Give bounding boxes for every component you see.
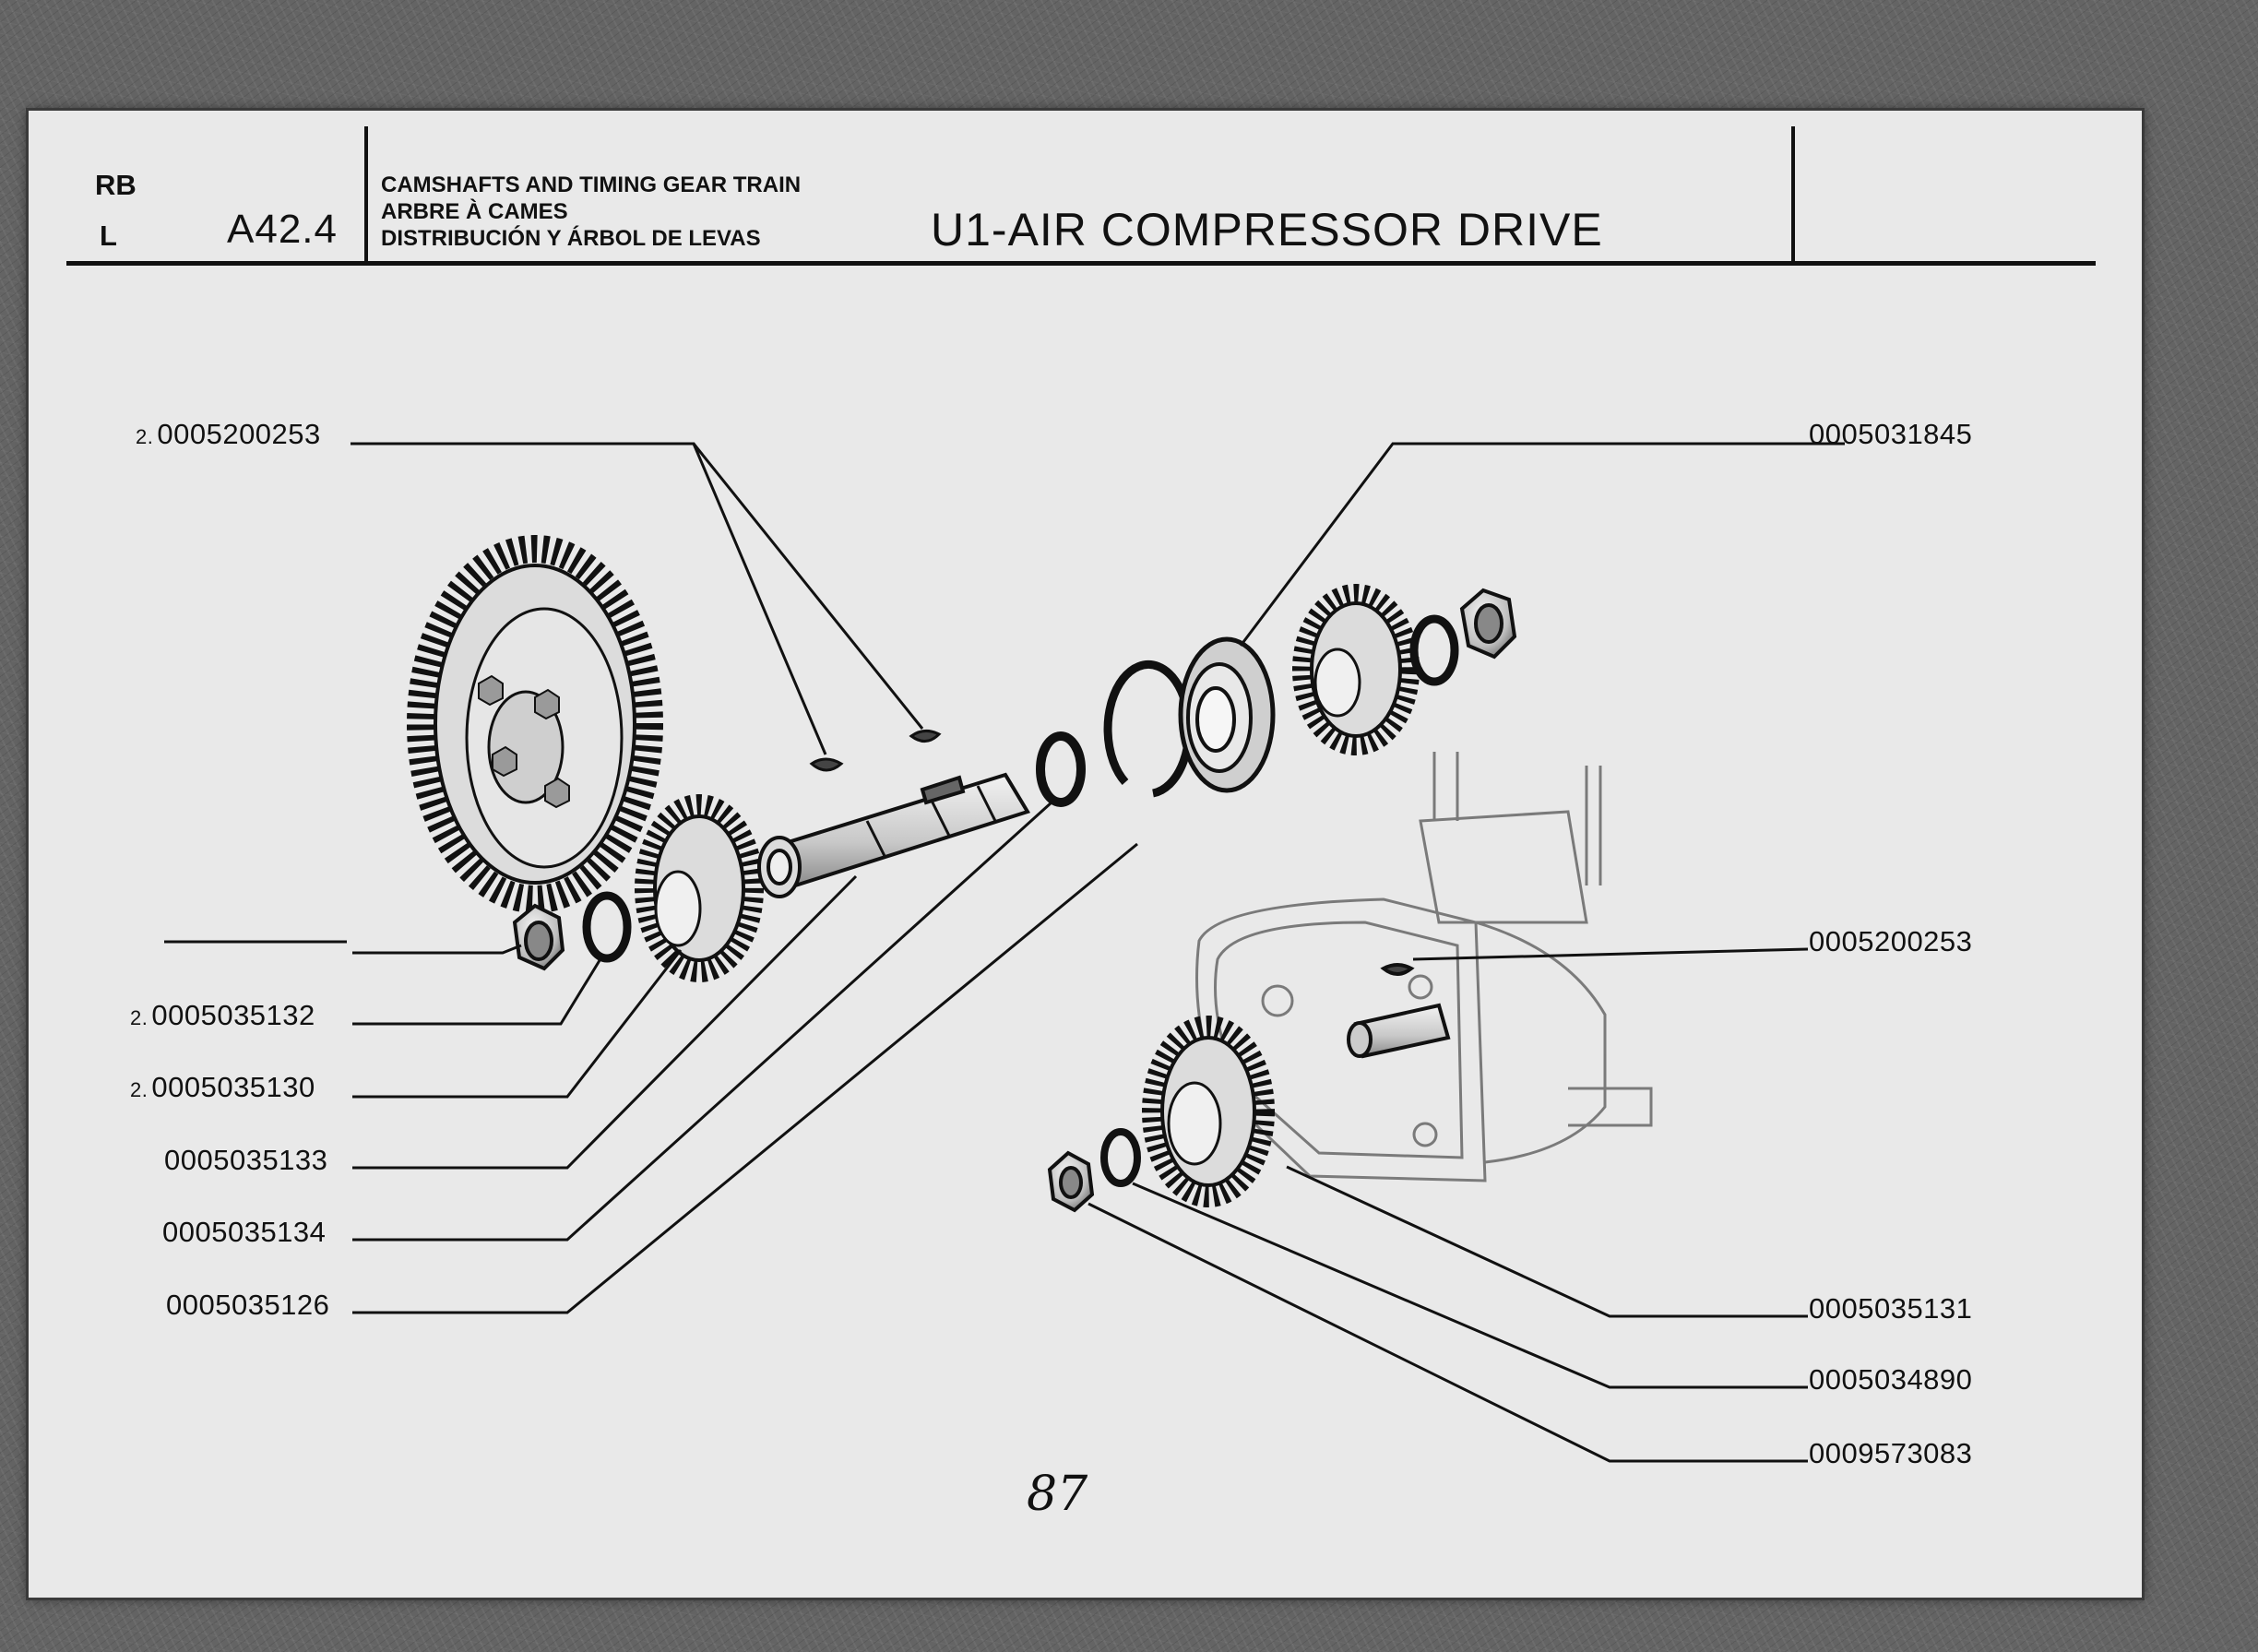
callout-right-3: 0005035131 xyxy=(1809,1292,1973,1325)
callout-left-2 xyxy=(136,926,139,959)
callout-right-4: 0005034890 xyxy=(1809,1363,1973,1396)
part-number: 0005200253 xyxy=(157,418,321,450)
callout-left-4: 2.0005035130 xyxy=(130,1071,315,1104)
lock-washer-right xyxy=(1409,614,1459,686)
callout-qty: 2. xyxy=(130,1078,149,1101)
category-en: CAMSHAFTS AND TIMING GEAR TRAIN xyxy=(381,172,802,197)
spacer-ring xyxy=(1036,731,1086,807)
category-es: DISTRIBUCIÓN Y ÁRBOL DE LEVAS xyxy=(381,226,761,251)
callout-qty: 2. xyxy=(136,425,154,448)
page-number: 87 xyxy=(1027,1467,1088,1522)
nut-right xyxy=(1459,588,1517,660)
header-code-top: RB xyxy=(95,169,137,201)
callout-left-5: 0005035133 xyxy=(160,1144,327,1177)
leader-lines xyxy=(164,442,1845,1463)
callout-qty: 2. xyxy=(130,1006,149,1029)
ball-bearing xyxy=(1178,636,1276,793)
part-number: 0005035134 xyxy=(162,1216,327,1248)
gear-small-right xyxy=(1292,584,1420,755)
page-title: U1-AIR COMPRESSOR DRIVE xyxy=(931,204,1603,256)
gear-small-left xyxy=(635,794,764,982)
compressor-gear xyxy=(1142,1016,1275,1207)
catalog-sheet xyxy=(29,111,2142,1598)
part-number: 0005035132 xyxy=(151,999,315,1031)
nut-left xyxy=(512,903,565,971)
callout-left-7: 0005035126 xyxy=(162,1289,329,1322)
compressor-washer xyxy=(1100,1128,1141,1187)
callout-right-2: 0005200253 xyxy=(1809,925,1973,957)
callout-left-1: 2.0005200253 xyxy=(136,418,321,451)
compressor-nut xyxy=(1047,1150,1095,1213)
timing-gear-large xyxy=(407,535,663,913)
woodruff-key-2 xyxy=(909,730,942,743)
circlip xyxy=(1103,660,1194,798)
header-divider-left xyxy=(364,126,368,263)
header-divider-right xyxy=(1791,126,1795,263)
callout-left-3: 2.0005035132 xyxy=(130,999,315,1032)
compressor-housing xyxy=(1195,752,1653,1183)
callout-right-5: 0009573083 xyxy=(1809,1437,1973,1469)
category-fr: ARBRE À CAMES xyxy=(381,199,568,224)
header-rule xyxy=(66,261,2096,266)
section-number: A42.4 xyxy=(227,207,338,252)
lock-washer-left xyxy=(582,891,632,963)
drive-shaft xyxy=(757,772,1031,898)
compressor-shaft-stub xyxy=(1347,963,1451,1059)
woodruff-key-1 xyxy=(809,757,844,772)
header-code-bottom: L xyxy=(100,220,117,252)
callout-left-6: 0005035134 xyxy=(159,1216,326,1249)
part-number: 0005035133 xyxy=(164,1144,328,1176)
part-number: 0005035130 xyxy=(151,1071,315,1103)
part-number: 0005035126 xyxy=(166,1289,330,1321)
callout-right-1: 0005031845 xyxy=(1809,418,1973,450)
